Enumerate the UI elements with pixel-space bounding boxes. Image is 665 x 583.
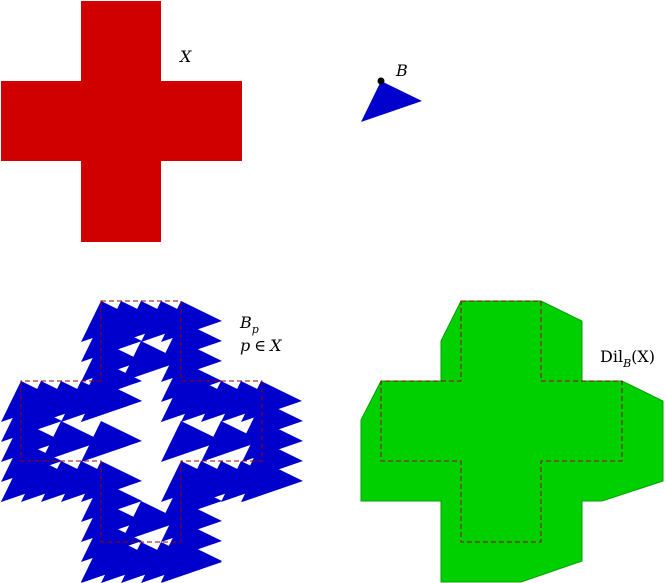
translated-element	[161, 542, 222, 583]
set-x-label: X	[178, 47, 192, 66]
dilation-outline	[380, 300, 623, 543]
origin-point	[377, 77, 385, 85]
translates-label: Bp	[239, 313, 259, 336]
set-x-cross	[1, 1, 242, 242]
translated-element	[121, 501, 182, 542]
translates-condition: p∈X	[240, 336, 282, 355]
translated-element	[81, 381, 142, 422]
translated-element	[121, 341, 182, 382]
translated-element	[201, 421, 262, 462]
structuring-element-b	[361, 81, 422, 122]
translates-outline	[20, 300, 263, 543]
translated-element	[81, 421, 142, 462]
dilation-label: DilB(X)	[600, 347, 655, 370]
dilation-shape	[360, 300, 664, 583]
translated-element	[41, 421, 102, 462]
translated-element	[241, 381, 302, 422]
translated-element	[161, 421, 222, 462]
translated-element	[241, 461, 302, 502]
structuring-element-label: B	[395, 61, 408, 80]
